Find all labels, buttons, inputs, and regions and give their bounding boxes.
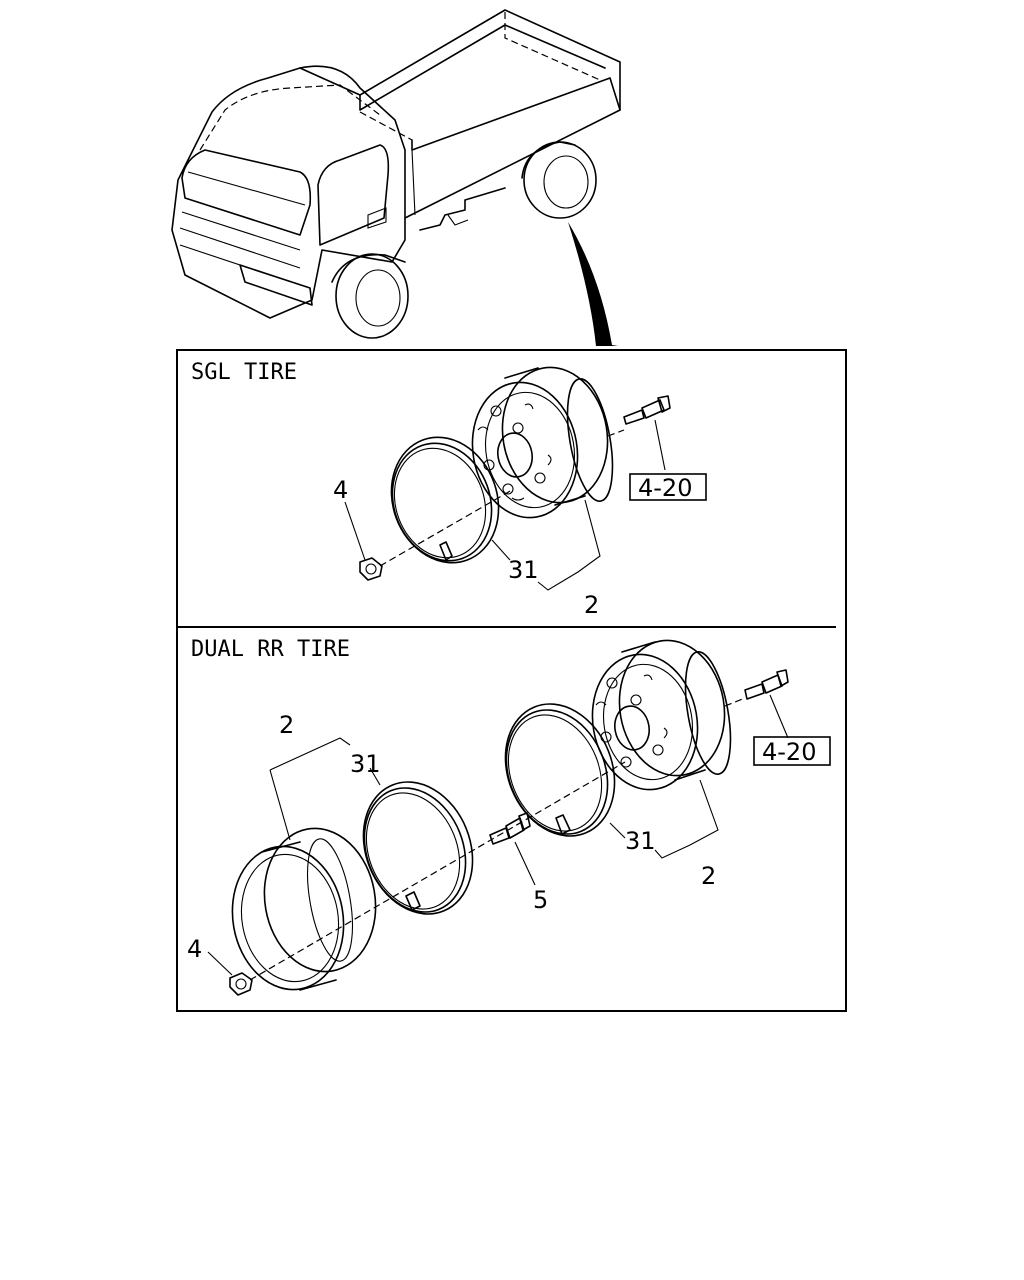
dual-wheel-inner <box>231 827 377 991</box>
ref-box-sgl <box>629 473 707 501</box>
callout-dual-ring-outer: 31 <box>625 827 656 855</box>
ref-box-dual <box>753 736 831 766</box>
section-title-dual: DUAL RR TIRE <box>191 637 350 662</box>
diagram-frame <box>176 349 847 1012</box>
dual-wheel-outer <box>591 639 732 791</box>
section-title-single: SGL TIRE <box>191 360 297 385</box>
callout-dual-wheel-outer: 2 <box>701 862 716 890</box>
dual-nut <box>229 972 253 996</box>
ref-label-dual: 4-20 <box>762 738 816 766</box>
callout-sgl-ring: 31 <box>508 556 539 584</box>
sgl-stud <box>623 395 671 425</box>
dual-ring-inner <box>362 781 474 915</box>
callout-sgl-wheel: 2 <box>584 591 599 619</box>
dual-stud <box>489 812 531 845</box>
ref-label-sgl: 4-20 <box>638 474 692 502</box>
sgl-wheel <box>471 366 614 519</box>
truck-illustration <box>171 9 621 339</box>
callout-dual-wheel-inner: 2 <box>279 711 294 739</box>
pointer-arrow <box>568 222 618 346</box>
sgl-ring <box>390 436 500 564</box>
sgl-nut <box>359 557 383 581</box>
callout-dual-nut: 4 <box>187 935 202 963</box>
callout-dual-ring-inner: 31 <box>350 750 381 778</box>
dual-ref-stud <box>744 669 789 700</box>
dual-ring-outer <box>504 703 616 837</box>
callout-sgl-nut: 4 <box>333 476 348 504</box>
callout-dual-stud: 5 <box>533 886 548 914</box>
